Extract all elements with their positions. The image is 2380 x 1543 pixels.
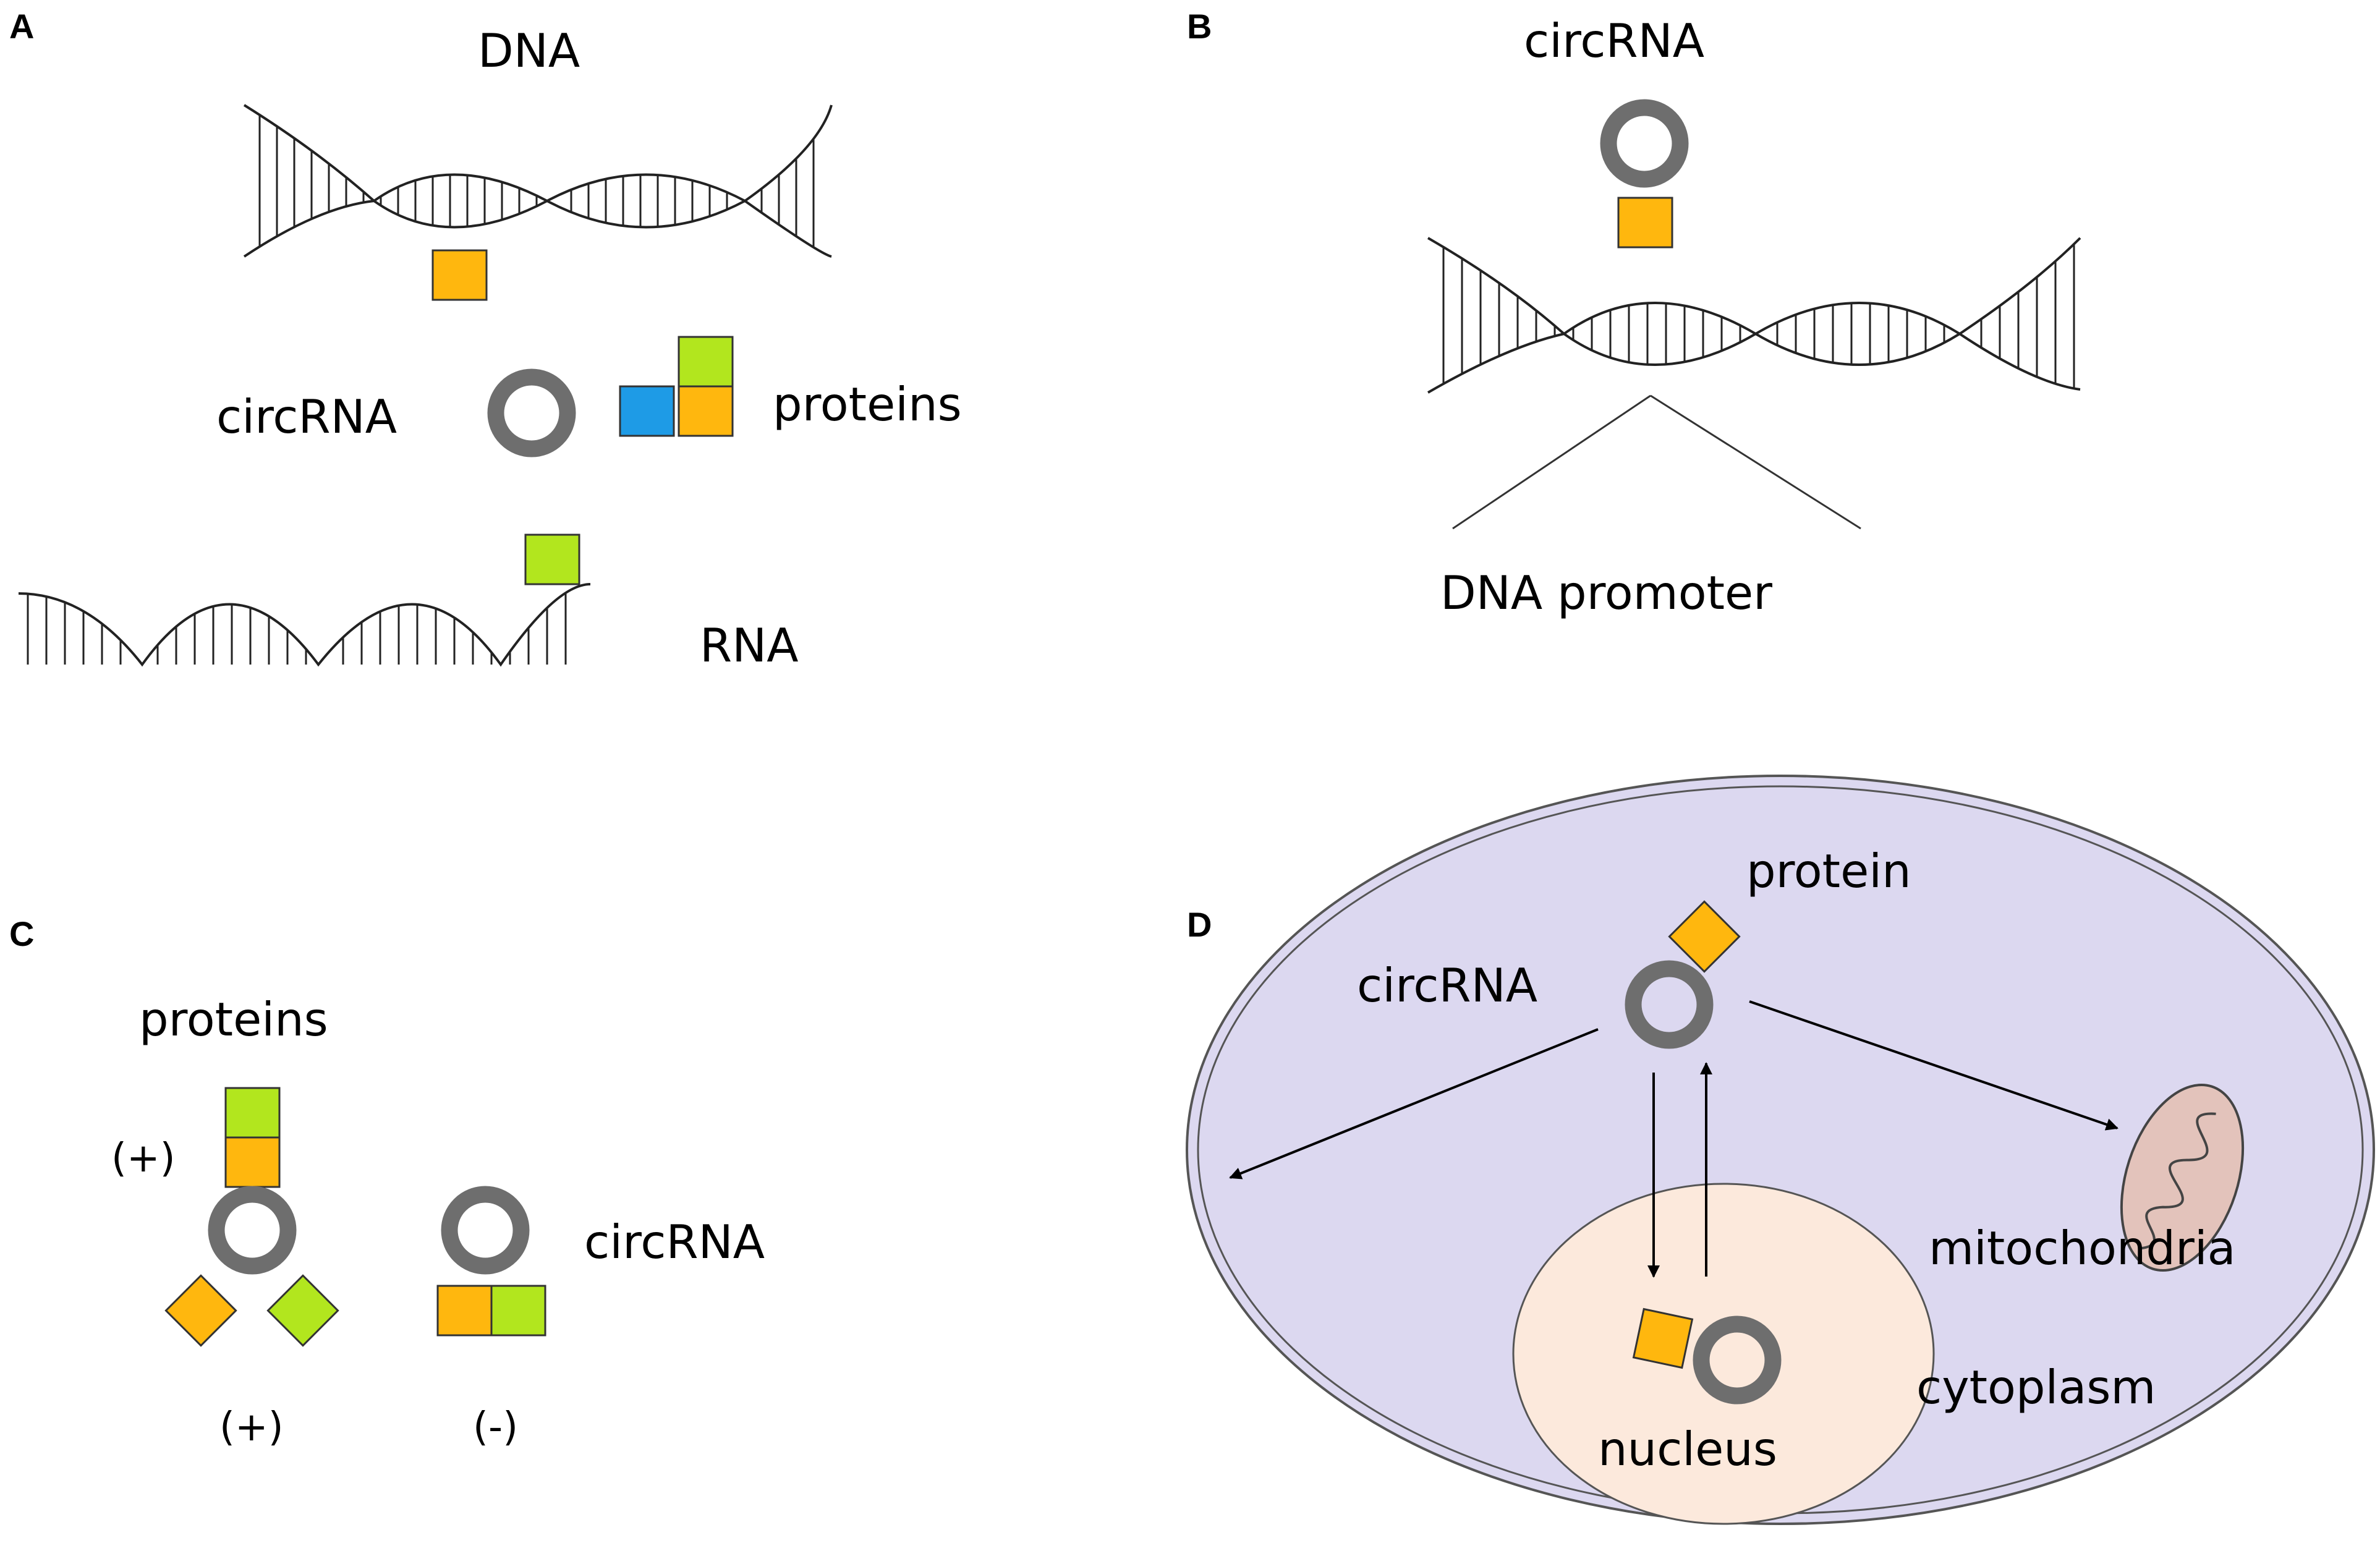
panel-d-letter: D — [1187, 905, 1212, 944]
panel-d-cytoplasm-label: cytoplasm — [1916, 1360, 2156, 1414]
diamond-protein-green — [266, 1274, 339, 1347]
circrna-ring-a — [487, 368, 576, 457]
stacked-protein-green — [224, 1087, 281, 1139]
inhibit-protein-green — [490, 1285, 546, 1337]
promoter-pointer-lines — [1452, 394, 1861, 530]
panel-d: D protein circRNA mitochondria cytoplasm… — [1186, 775, 2375, 1525]
panel-d-circrna-label: circRNA — [1357, 958, 1537, 1013]
panel-c-letter: C — [9, 914, 34, 953]
transport-arrows — [1229, 1000, 2119, 1278]
bound-protein-orange — [431, 249, 488, 301]
nucleus — [1512, 1183, 1935, 1525]
protein-orange-square — [678, 385, 734, 437]
dna-helix-a — [243, 104, 833, 258]
nucleus-protein-orange — [1632, 1307, 1694, 1369]
inhibit-protein-orange — [436, 1285, 493, 1337]
panel-a-rna-label: RNA — [700, 618, 799, 673]
rna-strand — [18, 583, 591, 667]
promoter-bound-protein-orange — [1617, 197, 1673, 249]
panel-b: B circRNA DNA promoter — [1187, 7, 2081, 620]
panel-c-plus-bottom: (+) — [219, 1405, 284, 1450]
circrna-ring-d-nucleus — [1693, 1316, 1782, 1405]
panel-b-circrna-label: circRNA — [1524, 14, 1704, 68]
protein-complex — [619, 336, 734, 437]
panel-c: C proteins (+) circRNA (+) (-) — [9, 914, 765, 1450]
panel-d-protein-label: protein — [1746, 844, 1911, 898]
panel-a-proteins-label: proteins — [773, 377, 962, 431]
panel-d-mitochondria-label: mitochondria — [1929, 1221, 2236, 1275]
panel-c-minus-bottom: (-) — [473, 1405, 518, 1450]
panel-b-promoter-label: DNA promoter — [1440, 566, 1772, 620]
stacked-protein-orange — [224, 1136, 281, 1188]
panel-a-circrna-label: circRNA — [216, 389, 397, 444]
panel-a: A DNA circRNA proteins RNA — [9, 7, 962, 673]
panel-a-dna-label: DNA — [478, 23, 580, 78]
mitochondrion — [2120, 1083, 2245, 1272]
rna-bound-protein-green — [524, 533, 580, 585]
cytoplasm-protein-orange — [1668, 900, 1741, 973]
circrna-ring-c-right — [441, 1186, 530, 1275]
circrna-ring-c-left — [208, 1186, 297, 1275]
cell-membrane — [1186, 775, 2375, 1525]
panel-c-proteins-label: proteins — [139, 992, 328, 1047]
panel-b-letter: B — [1187, 7, 1212, 46]
panel-a-letter: A — [9, 7, 34, 46]
arrow-to-cytoplasm — [1229, 1028, 1599, 1180]
panel-c-circrna-label: circRNA — [584, 1215, 765, 1269]
circrna-ring-b — [1600, 99, 1689, 188]
panel-d-nucleus-label: nucleus — [1598, 1422, 1777, 1476]
diamond-protein-orange — [164, 1274, 237, 1347]
protein-green-square — [678, 336, 734, 388]
arrow-to-mitochondria — [1749, 1000, 2119, 1131]
circrna-ring-d-cytoplasm — [1625, 960, 1714, 1049]
protein-blue-square — [619, 385, 675, 437]
panel-c-plus-top: (+) — [111, 1136, 176, 1181]
dna-helix-b — [1427, 237, 2081, 394]
